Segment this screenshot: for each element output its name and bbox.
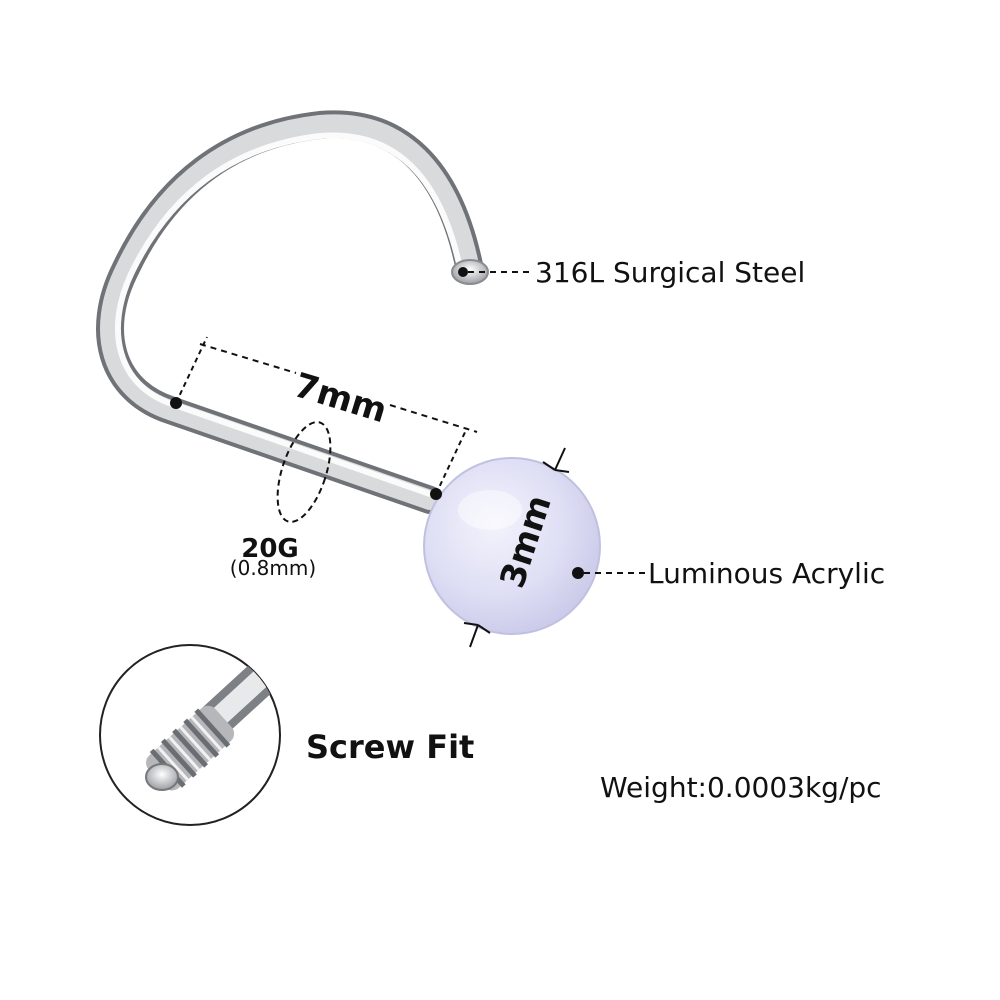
fit-label: Screw Fit <box>306 728 474 766</box>
material-label: 316L Surgical Steel <box>535 256 805 289</box>
length-label: 7mm <box>289 365 391 431</box>
gauge-mm-label: (0.8mm) <box>230 556 316 580</box>
ball-material-callout: Luminous Acrylic <box>572 557 885 590</box>
gauge-label: 20G <box>241 534 299 564</box>
thread-detail-icon <box>99 644 281 826</box>
material-callout: 316L Surgical Steel <box>458 256 805 289</box>
acrylic-ball <box>423 457 601 635</box>
weight-label: Weight:0.0003kg/pc <box>600 771 882 804</box>
ball-material-label: Luminous Acrylic <box>648 557 885 590</box>
steel-wire <box>96 110 489 514</box>
gauge-indicator: 20G (0.8mm) <box>230 421 332 580</box>
